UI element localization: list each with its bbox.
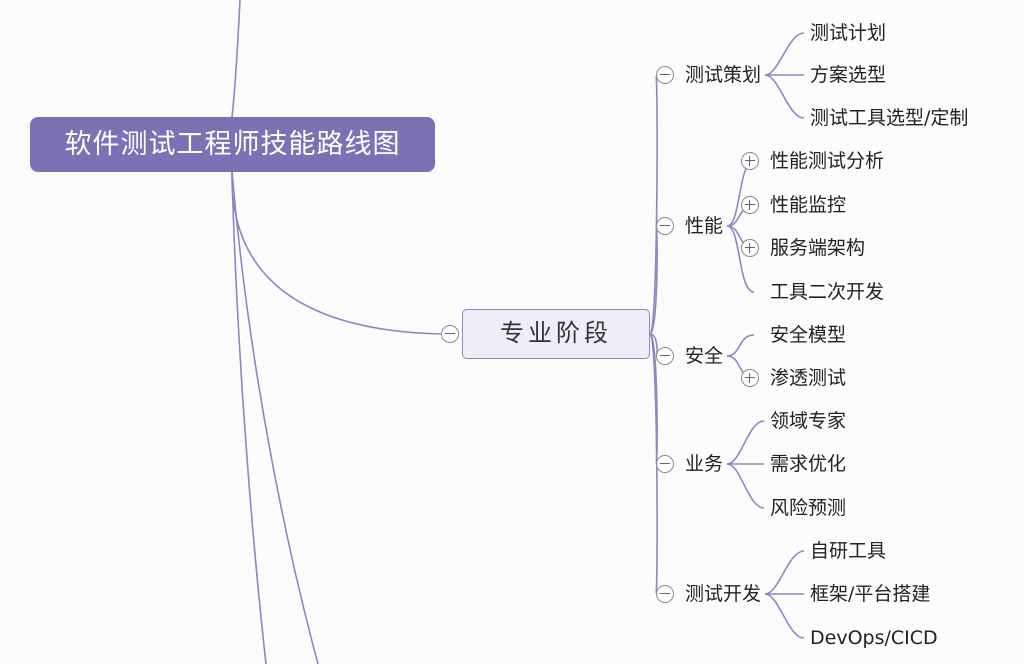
connector-testdev-leaf-2 — [764, 593, 805, 639]
branch-business-collapse-toggle[interactable] — [656, 455, 674, 473]
branch-testdev-collapse-toggle[interactable] — [656, 585, 674, 603]
leaf-test-plan[interactable]: 测试计划 — [810, 22, 887, 44]
leaf-requirement-optimization[interactable]: 需求优化 — [770, 453, 847, 475]
stage-collapse-toggle[interactable] — [441, 325, 459, 343]
branch-testplan[interactable]: 测试策划 — [685, 64, 762, 86]
leaf-perf-analysis-expand-toggle[interactable] — [741, 152, 759, 170]
connector-stage-branch-0 — [649, 74, 658, 335]
leaf-self-dev-tools[interactable]: 自研工具 — [810, 540, 887, 562]
connector-perf-leaf-3 — [726, 225, 755, 293]
branch-business[interactable]: 业务 — [685, 453, 724, 475]
connector-business-leaf-0 — [726, 420, 765, 465]
branch-security[interactable]: 安全 — [685, 345, 724, 367]
leaf-perf-monitor[interactable]: 性能监控 — [770, 194, 847, 216]
leaf-risk-prediction[interactable]: 风险预测 — [770, 497, 847, 519]
branch-performance-collapse-toggle[interactable] — [656, 217, 674, 235]
connector-root-up — [231, 0, 241, 118]
branch-security-collapse-toggle[interactable] — [656, 347, 674, 365]
connector-testplan-leaf-2 — [764, 74, 805, 119]
leaf-perf-analysis[interactable]: 性能测试分析 — [770, 150, 885, 172]
connector-perf-leaf-0 — [726, 160, 755, 227]
stage-topic[interactable]: 专业阶段 — [462, 309, 650, 359]
leaf-framework-platform[interactable]: 框架/平台搭建 — [810, 583, 931, 605]
leaf-solution-selection[interactable]: 方案选型 — [810, 64, 887, 86]
connector-root-down-1 — [231, 171, 267, 664]
root-topic[interactable]: 软件测试工程师技能路线图 — [30, 117, 435, 172]
leaf-domain-expert[interactable]: 领域专家 — [770, 410, 847, 432]
leaf-tool-secondary-dev[interactable]: 工具二次开发 — [770, 281, 885, 303]
connector-testplan-leaf-0 — [764, 32, 805, 76]
leaf-server-arch-expand-toggle[interactable] — [741, 239, 759, 257]
leaf-pentest[interactable]: 渗透测试 — [770, 367, 847, 389]
leaf-server-arch[interactable]: 服务端架构 — [770, 237, 866, 259]
connector-root-stage — [231, 171, 442, 335]
leaf-pentest-expand-toggle[interactable] — [741, 369, 759, 387]
connector-root-down-2 — [231, 171, 319, 664]
connector-testdev-leaf-0 — [764, 550, 805, 595]
branch-testplan-collapse-toggle[interactable] — [656, 66, 674, 84]
connector-security-leaf-0 — [726, 334, 755, 357]
branch-testdev[interactable]: 测试开发 — [685, 583, 762, 605]
leaf-security-model[interactable]: 安全模型 — [770, 324, 847, 346]
leaf-devops-cicd[interactable]: DevOps/CICD — [810, 627, 938, 649]
leaf-perf-monitor-expand-toggle[interactable] — [741, 196, 759, 214]
leaf-tool-selection[interactable]: 测试工具选型/定制 — [810, 107, 969, 129]
branch-performance[interactable]: 性能 — [685, 215, 724, 237]
connector-business-leaf-2 — [726, 463, 765, 509]
